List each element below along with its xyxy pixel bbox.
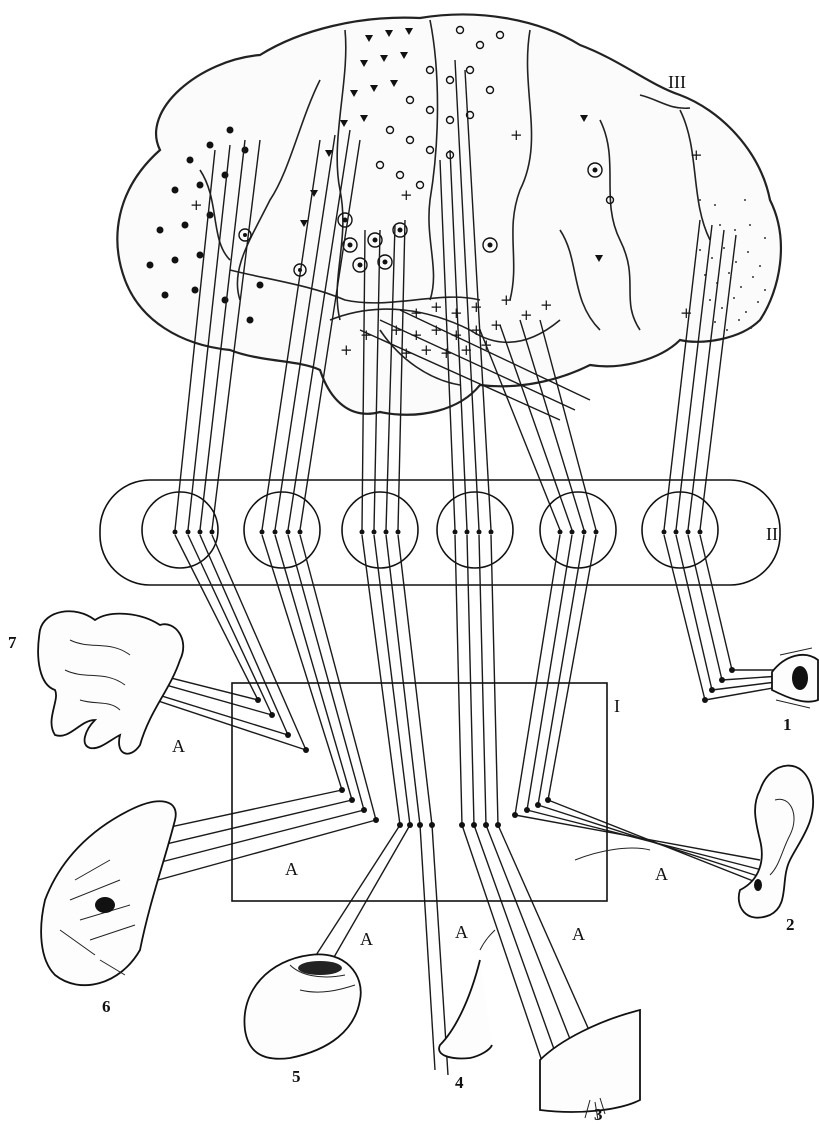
intestine-icon [38, 611, 183, 753]
nucleus-4 [437, 492, 513, 568]
svg-text:+: + [510, 126, 523, 144]
nucleus-1 [142, 492, 218, 568]
svg-text:+: + [470, 298, 483, 316]
label-A-intestine: A [172, 736, 185, 756]
tongue-icon [244, 954, 360, 1058]
label-level-I: I [614, 696, 620, 716]
label-level-III: III [668, 72, 686, 92]
svg-text:+: + [500, 291, 513, 309]
label-A-muscle: A [285, 859, 298, 879]
label-A-ear: A [655, 864, 668, 884]
label-A-tongue: A [360, 929, 373, 949]
label-level-II: II [766, 524, 778, 544]
svg-text:+: + [340, 341, 353, 359]
svg-text:+: + [540, 296, 553, 314]
label-organ-7: 7 [8, 633, 17, 652]
label-organ-6: 6 [102, 997, 111, 1016]
svg-text:+: + [190, 196, 203, 214]
eye-icon [772, 648, 818, 708]
svg-text:+: + [400, 186, 413, 204]
label-organ-4: 4 [455, 1073, 464, 1092]
nucleus-6 [642, 492, 718, 568]
thalamic-level [100, 480, 780, 585]
afferent-labels: A A A A A A [172, 736, 668, 949]
thalamic-nuclei [142, 492, 718, 568]
skin-icon [540, 848, 650, 1120]
ear-icon [739, 766, 813, 918]
svg-text:+: + [680, 304, 693, 322]
nucleus-3 [342, 492, 418, 568]
label-organ-3: 3 [594, 1105, 603, 1124]
label-A-nose: A [455, 922, 468, 942]
svg-text:+: + [690, 146, 703, 164]
afferent-fibers [80, 535, 798, 1100]
svg-text:+: + [520, 306, 533, 324]
svg-text:+: + [450, 304, 463, 322]
muscle-joint-icon [41, 801, 176, 985]
label-organ-2: 2 [786, 915, 795, 934]
svg-text:+: + [430, 298, 443, 316]
label-organ-1: 1 [783, 715, 792, 734]
label-organ-5: 5 [292, 1067, 301, 1086]
nucleus-5 [540, 492, 616, 568]
label-A-skin: A [572, 924, 585, 944]
nose-icon [439, 930, 495, 1058]
